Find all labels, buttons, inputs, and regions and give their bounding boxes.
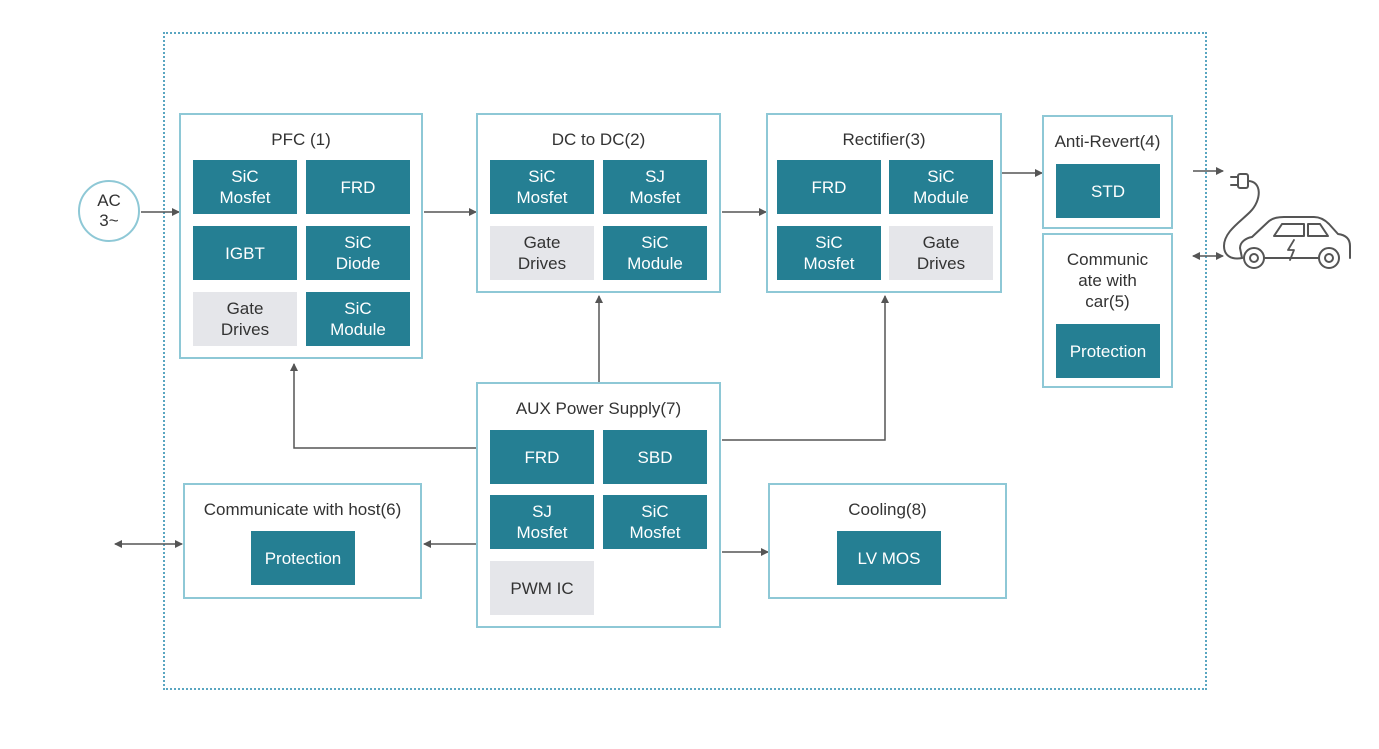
dcdc-sj-mosfet: SJ Mosfet <box>603 160 707 214</box>
anti-revert-block: Anti-Revert(4) STD <box>1042 115 1173 229</box>
arrow-aux-to-rectifier <box>722 295 889 441</box>
rectifier-title: Rectifier(3) <box>842 130 926 149</box>
aux-frd: FRD <box>490 430 594 484</box>
charging-plug-and-car-icon <box>1223 173 1351 269</box>
dcdc-block: DC to DC(2) SiC Mosfet SJ Mosfet Gate Dr… <box>476 113 721 293</box>
pfc-gate-drives: Gate Drives <box>193 292 297 346</box>
pfc-sic-diode: SiC Diode <box>306 226 410 280</box>
dcdc-title: DC to DC(2) <box>551 130 646 149</box>
comm-host-protection: Protection <box>251 531 355 585</box>
comm-car-protection: Protection <box>1056 324 1160 378</box>
comm-car-title: Communic ate with car(5) <box>1066 250 1149 311</box>
dcdc-sic-mosfet: SiC Mosfet <box>490 160 594 214</box>
aux-power-title: AUX Power Supply(7) <box>515 399 682 418</box>
anti-revert-std: STD <box>1056 164 1160 218</box>
rectifier-sic-module: SiC Module <box>889 160 993 214</box>
rectifier-block: Rectifier(3) FRD SiC Module SiC Mosfet G… <box>766 113 1002 293</box>
aux-sj-mosfet: SJ Mosfet <box>490 495 594 549</box>
aux-pwm-ic: PWM IC <box>490 561 594 615</box>
pfc-frd: FRD <box>306 160 410 214</box>
rectifier-frd: FRD <box>777 160 881 214</box>
pfc-title: PFC (1) <box>271 130 331 149</box>
aux-sbd: SBD <box>603 430 707 484</box>
pfc-igbt: IGBT <box>193 226 297 280</box>
ac-source-circle: AC 3~ <box>78 180 140 242</box>
aux-sic-mosfet: SiC Mosfet <box>603 495 707 549</box>
cooling-block: Cooling(8) LV MOS <box>768 483 1007 599</box>
electric-car-icon <box>1239 216 1351 269</box>
charging-plug-icon <box>1223 173 1260 260</box>
pfc-sic-mosfet: SiC Mosfet <box>193 160 297 214</box>
rectifier-sic-mosfet: SiC Mosfet <box>777 226 881 280</box>
pfc-block: PFC (1) SiC Mosfet FRD IGBT SiC Diode Ga… <box>179 113 423 359</box>
cooling-title: Cooling(8) <box>848 500 927 519</box>
dcdc-sic-module: SiC Module <box>603 226 707 280</box>
system-boundary <box>163 32 1207 690</box>
pfc-sic-module: SiC Module <box>306 292 410 346</box>
comm-host-block: Communicate with host(6) Protection <box>183 483 422 599</box>
arrow-aux-to-pfc <box>290 363 477 449</box>
aux-power-block: AUX Power Supply(7) FRD SBD SJ Mosfet Si… <box>476 382 721 628</box>
anti-revert-title: Anti-Revert(4) <box>1054 132 1161 151</box>
cooling-lv-mos: LV MOS <box>837 531 941 585</box>
rectifier-gate-drives: Gate Drives <box>889 226 993 280</box>
dcdc-gate-drives: Gate Drives <box>490 226 594 280</box>
comm-car-block: Communic ate with car(5) Protection <box>1042 233 1173 388</box>
comm-host-title: Communicate with host(6) <box>203 500 402 519</box>
